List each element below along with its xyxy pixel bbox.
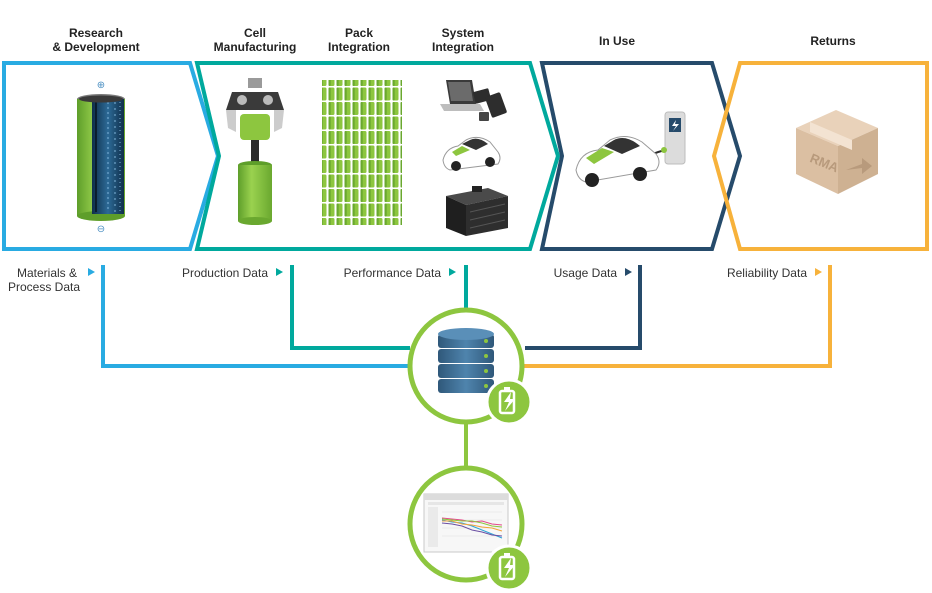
usage-connector xyxy=(525,265,642,350)
materials-data-label-line1: Materials & xyxy=(17,266,77,280)
stage-titles: Research & Development Cell Manufacturin… xyxy=(52,26,856,54)
stage-title-in-use: In Use xyxy=(599,34,635,48)
battery-charging-icon xyxy=(485,378,533,426)
production-arrow-icon xyxy=(276,268,283,276)
database-hub xyxy=(407,307,533,426)
negative-terminal-icon: ⊖ xyxy=(97,224,105,235)
research-frame xyxy=(2,61,221,251)
materials-data-label-line2: Process Data xyxy=(8,280,80,294)
usage-arrow-icon xyxy=(625,268,632,276)
usage-data-label: Usage Data xyxy=(554,266,618,280)
reliability-data-label: Reliability Data xyxy=(727,266,807,280)
in-use-frame xyxy=(539,61,743,251)
stage-title-cell-line1: Cell xyxy=(244,26,266,40)
electric-car-small-icon xyxy=(442,136,501,171)
data-stream-labels: Materials & Process Data Production Data… xyxy=(8,266,822,294)
stage-frames xyxy=(2,61,929,251)
reliability-connector xyxy=(520,265,832,368)
stage-title-system-line1: System xyxy=(442,26,485,40)
cell-cutaway-icon: ⊕ ⊖ xyxy=(77,80,125,235)
materials-arrow-icon xyxy=(88,268,95,276)
robot-gripper-icon xyxy=(226,78,284,225)
stage-title-research-line2: & Development xyxy=(52,40,139,54)
dashboard-hub xyxy=(407,465,533,592)
performance-data-label: Performance Data xyxy=(344,266,442,280)
production-data-label: Production Data xyxy=(182,266,268,280)
database-icon xyxy=(438,328,494,393)
electric-car-charging-icon xyxy=(575,111,686,187)
manufacturing-integration-frame xyxy=(194,61,561,251)
reliability-arrow-icon xyxy=(815,268,822,276)
rma-box-icon: RMA xyxy=(796,110,878,194)
stage-title-pack-line2: Integration xyxy=(328,40,390,54)
stage-title-cell-line2: Manufacturing xyxy=(214,40,297,54)
stage-title-returns: Returns xyxy=(810,34,856,48)
production-connector xyxy=(290,265,410,350)
returns-frame xyxy=(711,61,929,251)
analytics-dashboard-icon xyxy=(423,493,509,553)
stage-title-pack-line1: Pack xyxy=(345,26,373,40)
stage-title-system-line2: Integration xyxy=(432,40,494,54)
performance-arrow-icon xyxy=(449,268,456,276)
positive-terminal-icon: ⊕ xyxy=(97,80,105,91)
stage-title-research-line1: Research xyxy=(69,26,123,40)
data-connectors xyxy=(101,265,832,468)
cell-pack-grid-icon xyxy=(322,80,402,225)
materials-connector xyxy=(101,265,416,368)
laptop-phone-tablet-icon xyxy=(440,80,507,121)
battery-charging-icon xyxy=(485,544,533,592)
battery-rack-icon xyxy=(446,186,508,236)
